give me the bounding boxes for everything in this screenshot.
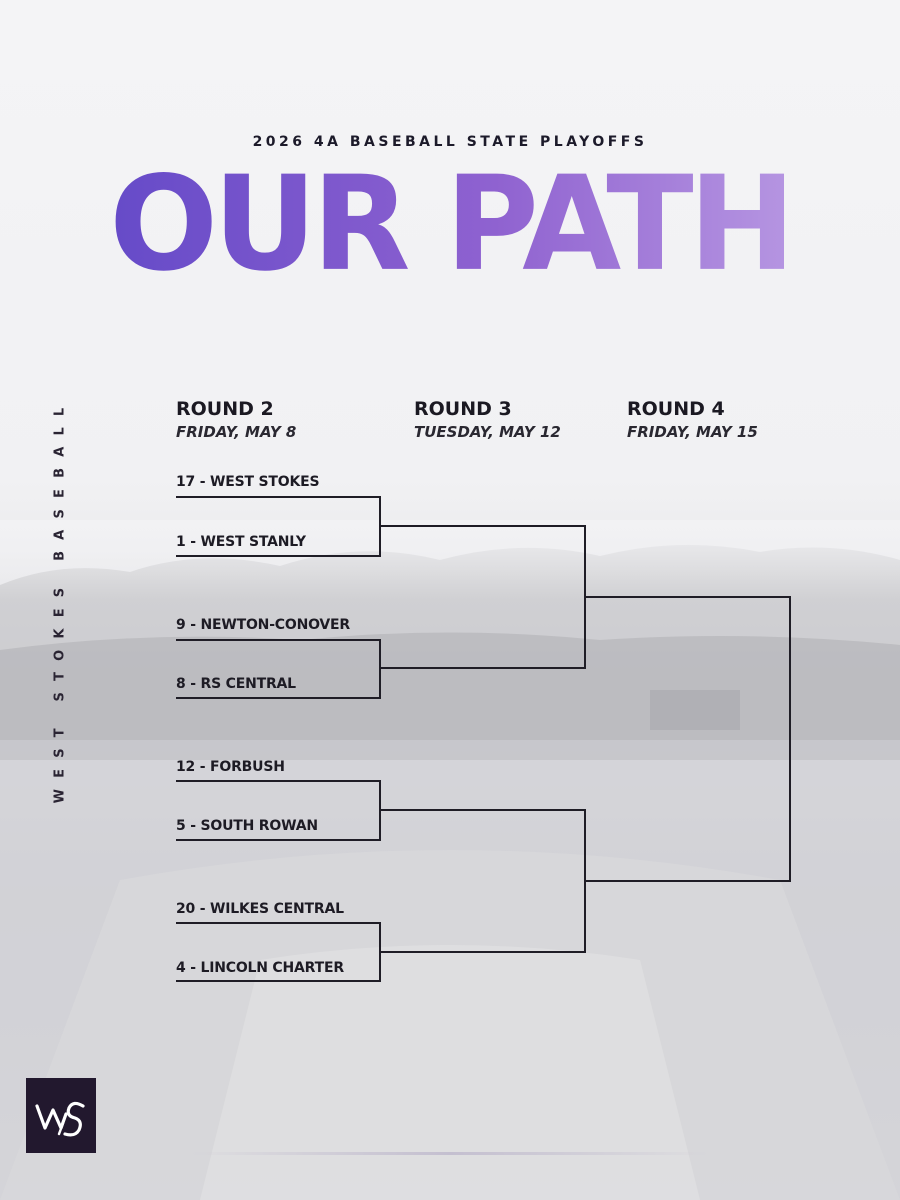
team-slot-6: 5 - SOUTH ROWAN (176, 818, 318, 834)
round-2-name: ROUND 2 (176, 398, 274, 420)
bracket-r2-match-4 (176, 922, 381, 982)
page-title: OUR PATH (0, 149, 900, 302)
bottom-divider (190, 1152, 710, 1155)
ws-monogram-icon (35, 1101, 85, 1136)
page-subtitle: 2026 4A BASEBALL STATE PLAYOFFS (252, 134, 648, 150)
bracket-r2-match-2 (176, 639, 381, 699)
team-slot-1: 17 - WEST STOKES (176, 474, 320, 490)
bracket-r2-match-3 (176, 780, 381, 841)
round-3-name: ROUND 3 (414, 398, 512, 420)
round-3-date: TUESDAY, MAY 12 (414, 423, 561, 441)
bracket-r2-match-1 (176, 496, 381, 557)
team-slot-3: 9 - NEWTON-CONOVER (176, 617, 350, 633)
bracket-r4-match-1 (585, 596, 791, 882)
team-slot-7: 20 - WILKES CENTRAL (176, 901, 344, 917)
team-slot-5: 12 - FORBUSH (176, 759, 285, 775)
round-4-date: FRIDAY, MAY 15 (627, 423, 758, 441)
round-2-header: ROUND 2 FRIDAY, MAY 8 (176, 398, 296, 441)
round-2-date: FRIDAY, MAY 8 (176, 423, 297, 441)
round-3-header: ROUND 3 TUESDAY, MAY 12 (414, 398, 561, 441)
team-slot-8: 4 - LINCOLN CHARTER (176, 960, 344, 976)
team-slot-2: 1 - WEST STANLY (176, 534, 306, 550)
team-logo (26, 1078, 96, 1153)
team-slot-4: 8 - RS CENTRAL (176, 676, 296, 692)
round-4-header: ROUND 4 FRIDAY, MAY 15 (627, 398, 758, 441)
bracket-r3-match-1 (380, 525, 586, 669)
bracket-r3-match-2 (380, 809, 586, 953)
round-4-name: ROUND 4 (627, 398, 725, 420)
